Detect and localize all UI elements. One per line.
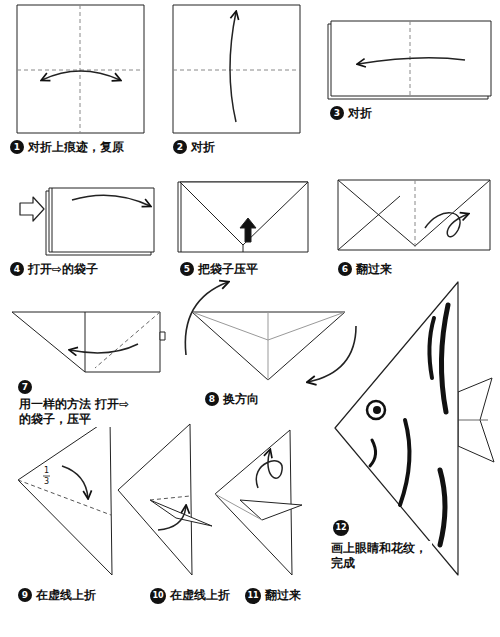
step-number: 6 (338, 262, 352, 276)
step-caption: 翻过来 (355, 262, 393, 277)
step-number: 7 (18, 380, 32, 394)
step-number: 1 (10, 140, 24, 154)
step-number: 4 (10, 262, 24, 276)
step-caption: 把袋子压平 (197, 262, 259, 277)
step-caption: 翻过来 (264, 588, 302, 603)
step-caption: 用一样的方法 打开⇨的袋子，压平 (18, 397, 138, 427)
step-caption: 在虚线上折 (169, 588, 231, 603)
step-number: 3 (330, 106, 344, 120)
fraction-number: 1 (44, 467, 49, 475)
step-caption: 换方向 (222, 392, 260, 407)
step-number: 9 (18, 588, 32, 602)
step-number: 12 (333, 520, 349, 536)
step-caption: 在虚线上折 (35, 588, 97, 603)
step-number: 8 (205, 392, 219, 406)
step-caption: 对折 (190, 140, 216, 155)
step-number: 2 (173, 140, 187, 154)
step-number: 5 (180, 262, 194, 276)
step-caption: 对折上痕迹，复原 (27, 140, 125, 155)
step-caption: 画上眼睛和花纹， 完成 (330, 541, 432, 571)
fraction-number: 3 (44, 478, 49, 486)
step-caption: 对折 (347, 106, 373, 121)
step-number: 10 (150, 588, 166, 604)
step-number: 11 (245, 588, 261, 604)
step-caption: 打开⇨的袋子 (27, 262, 99, 277)
